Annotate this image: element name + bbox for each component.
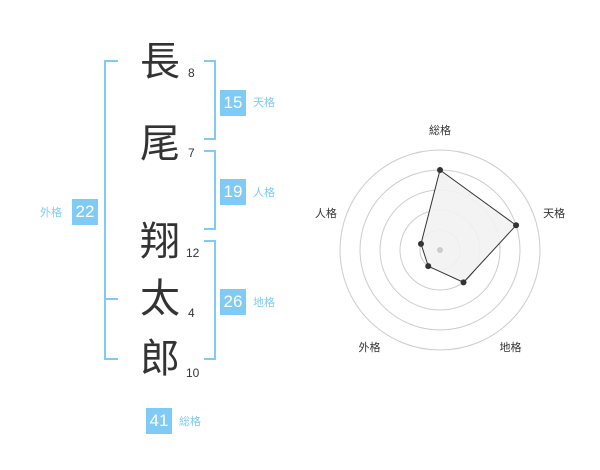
name-char-1: 長	[140, 39, 180, 85]
gaikaku-bracket-tick	[104, 298, 118, 300]
radar-axis-label-5: 人格	[315, 206, 337, 220]
radar-center-point	[437, 247, 443, 253]
stroke-count-3: 12	[186, 246, 200, 260]
stroke-count-4: 4	[188, 306, 195, 320]
stroke-count-5: 10	[186, 366, 200, 380]
radar-axis-label-1: 総格	[429, 123, 451, 137]
name-char-5: 郎	[140, 336, 180, 382]
gaikaku-label: 外格	[40, 206, 62, 219]
radar-point-5	[417, 240, 424, 247]
radar-point-3	[460, 279, 467, 286]
gaikaku-value: 22	[72, 199, 98, 225]
radar-axis-label-4: 外格	[358, 340, 380, 354]
chikaku-value: 26	[220, 289, 246, 315]
jinkaku-label: 人格	[253, 186, 275, 199]
chikaku-bracket	[204, 240, 216, 360]
tenkaku-label: 天格	[253, 96, 275, 109]
jinkaku-value: 19	[220, 179, 246, 205]
name-char-4: 太	[140, 276, 180, 322]
radar-point-1	[437, 167, 443, 173]
radar-series-polygon	[420, 169, 517, 283]
stroke-count-2: 7	[188, 146, 195, 160]
radar-axis-label-2: 天格	[543, 206, 565, 220]
soukaku-value: 41	[146, 408, 172, 434]
radar-point-2	[513, 222, 520, 229]
radar-grid-ring-5	[339, 149, 541, 351]
tenkaku-value: 15	[220, 90, 246, 116]
name-char-3: 翔	[140, 219, 180, 265]
jinkaku-bracket	[204, 150, 216, 230]
tenkaku-bracket	[204, 60, 216, 140]
soukaku-label: 総格	[179, 415, 201, 428]
radar-axis-label-3: 地格	[500, 340, 522, 354]
radar-point-4	[425, 263, 432, 270]
chikaku-label: 地格	[253, 296, 275, 309]
gaikaku-bracket	[104, 60, 118, 360]
name-char-2: 尾	[140, 121, 180, 167]
stroke-count-1: 8	[188, 66, 195, 80]
